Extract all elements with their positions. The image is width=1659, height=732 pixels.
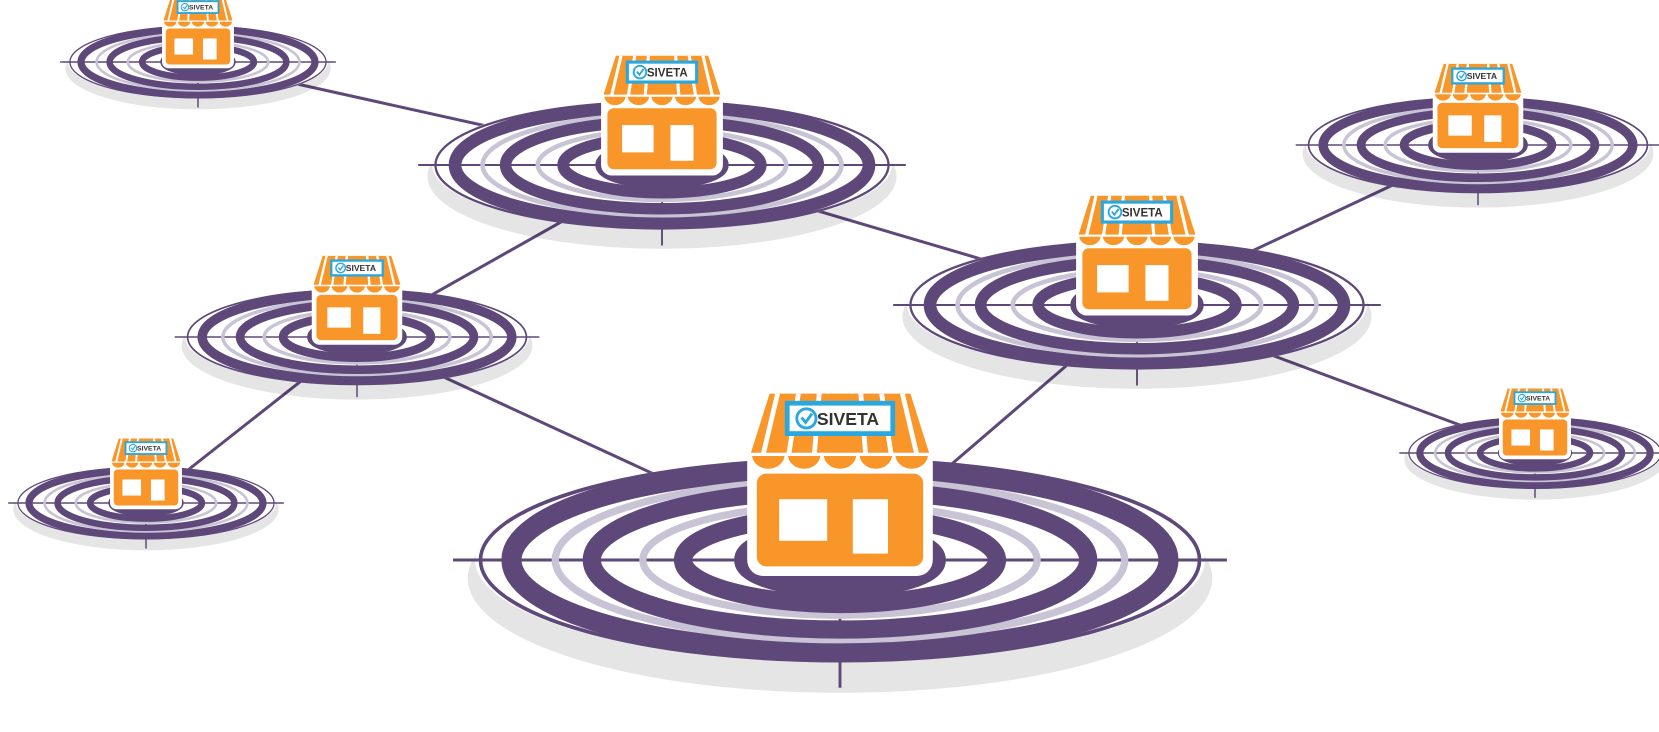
- brand-label: SIVETA: [137, 446, 161, 453]
- awning-stripe: [900, 393, 920, 455]
- store-door: [1484, 115, 1502, 142]
- cloud-check-icon: [128, 443, 138, 453]
- awning-scallop: [1503, 92, 1523, 103]
- awning-stripe: [1085, 195, 1098, 237]
- store-top-left: SIVETA: [60, 0, 336, 110]
- awning-stripe: [1507, 63, 1517, 94]
- store-icon: SIVETA: [1432, 59, 1524, 153]
- awning-scallop: [166, 461, 182, 469]
- store-door: [852, 499, 888, 554]
- awning-stripe: [1176, 195, 1189, 237]
- brand-badge-frame: [124, 441, 168, 455]
- network-nodes: SIVETA SIVETA SIVETA SIVETA SIVETA SIVETA SIVE…: [8, 0, 1659, 693]
- brand-badge: SIVETA: [1513, 391, 1557, 405]
- store-door: [670, 125, 694, 161]
- store-lower-left: SIVETA: [8, 434, 284, 551]
- cloud-check-icon: [1517, 393, 1527, 403]
- check-mark-icon: [1519, 395, 1525, 401]
- awning-stripe: [169, 438, 177, 463]
- awning-scallop: [696, 94, 722, 108]
- cloud-check-icon: [632, 64, 648, 80]
- store-door: [1145, 265, 1169, 301]
- check-mark-icon: [800, 412, 814, 425]
- store-center-right: SIVETA: [893, 189, 1381, 389]
- store-icon: SIVETA: [1499, 384, 1571, 460]
- awning-stripe: [318, 255, 328, 286]
- awning-scallop: [892, 452, 932, 472]
- brand-badge: SIVETA: [330, 259, 384, 277]
- awning-stripe: [1439, 63, 1449, 94]
- store-bottom-center: SIVETA: [453, 384, 1227, 693]
- awning-stripe: [1558, 388, 1566, 413]
- brand-label: SIVETA: [1526, 396, 1550, 403]
- brand-badge: SIVETA: [1451, 67, 1505, 85]
- store-window: [779, 499, 828, 541]
- awning-stripe: [386, 255, 396, 286]
- brand-label: SIVETA: [1122, 207, 1163, 219]
- store-window: [174, 38, 194, 55]
- awning-scallop: [1555, 411, 1571, 419]
- brand-label: SIVETA: [346, 263, 376, 273]
- brand-label: SIVETA: [189, 5, 213, 12]
- brand-badge: SIVETA: [784, 400, 896, 436]
- awning-stripe: [1504, 388, 1512, 413]
- check-mark-icon: [182, 4, 188, 10]
- store-door: [202, 38, 217, 60]
- store-icon: SIVETA: [311, 251, 403, 345]
- awning-stripe: [701, 55, 714, 97]
- awning-stripe: [760, 393, 780, 455]
- store-window: [327, 307, 351, 328]
- store-icon: SIVETA: [110, 434, 182, 510]
- awning-scallop: [382, 284, 402, 295]
- brand-badge-frame: [176, 0, 220, 14]
- store-window: [122, 479, 142, 496]
- store-icon: SIVETA: [1076, 189, 1198, 316]
- check-mark-icon: [636, 68, 645, 77]
- cloud-check-icon: [1107, 204, 1123, 220]
- brand-label: SIVETA: [817, 409, 880, 429]
- brand-badge: SIVETA: [625, 60, 699, 84]
- cloud-check-icon: [1456, 70, 1468, 82]
- awning-stripe: [610, 55, 623, 97]
- awning-stripe: [167, 0, 175, 22]
- awning-stripe: [221, 0, 229, 22]
- store-top-right: SIVETA: [1295, 59, 1659, 208]
- brand-badge: SIVETA: [1100, 200, 1174, 224]
- awning-scallop: [1171, 234, 1197, 248]
- brand-label: SIVETA: [647, 67, 688, 79]
- store-door: [363, 307, 381, 334]
- brand-badge-frame: [1513, 391, 1557, 405]
- brand-badge: SIVETA: [176, 0, 220, 14]
- store-lower-right: SIVETA: [1399, 384, 1659, 500]
- store-window: [1511, 429, 1531, 446]
- check-mark-icon: [337, 265, 344, 272]
- cloud-check-icon: [795, 407, 818, 430]
- check-mark-icon: [130, 445, 136, 451]
- store-window: [1448, 115, 1472, 136]
- store-window: [1097, 265, 1129, 293]
- brand-badge-frame: [784, 400, 896, 436]
- store-window: [622, 125, 654, 153]
- store-middle-left: SIVETA: [174, 251, 540, 400]
- check-mark-icon: [1111, 208, 1120, 217]
- awning-scallop: [218, 20, 234, 28]
- store-top-center: SIVETA: [418, 49, 906, 249]
- cloud-check-icon: [180, 2, 190, 12]
- cloud-check-icon: [335, 262, 347, 274]
- brand-badge: SIVETA: [124, 441, 168, 455]
- store-icon: SIVETA: [747, 384, 933, 576]
- store-door: [150, 479, 165, 501]
- check-mark-icon: [1458, 73, 1465, 80]
- store-icon: SIVETA: [162, 0, 234, 69]
- awning-stripe: [115, 438, 123, 463]
- store-icon: SIVETA: [601, 49, 723, 176]
- brand-label: SIVETA: [1467, 71, 1497, 81]
- store-door: [1539, 429, 1554, 451]
